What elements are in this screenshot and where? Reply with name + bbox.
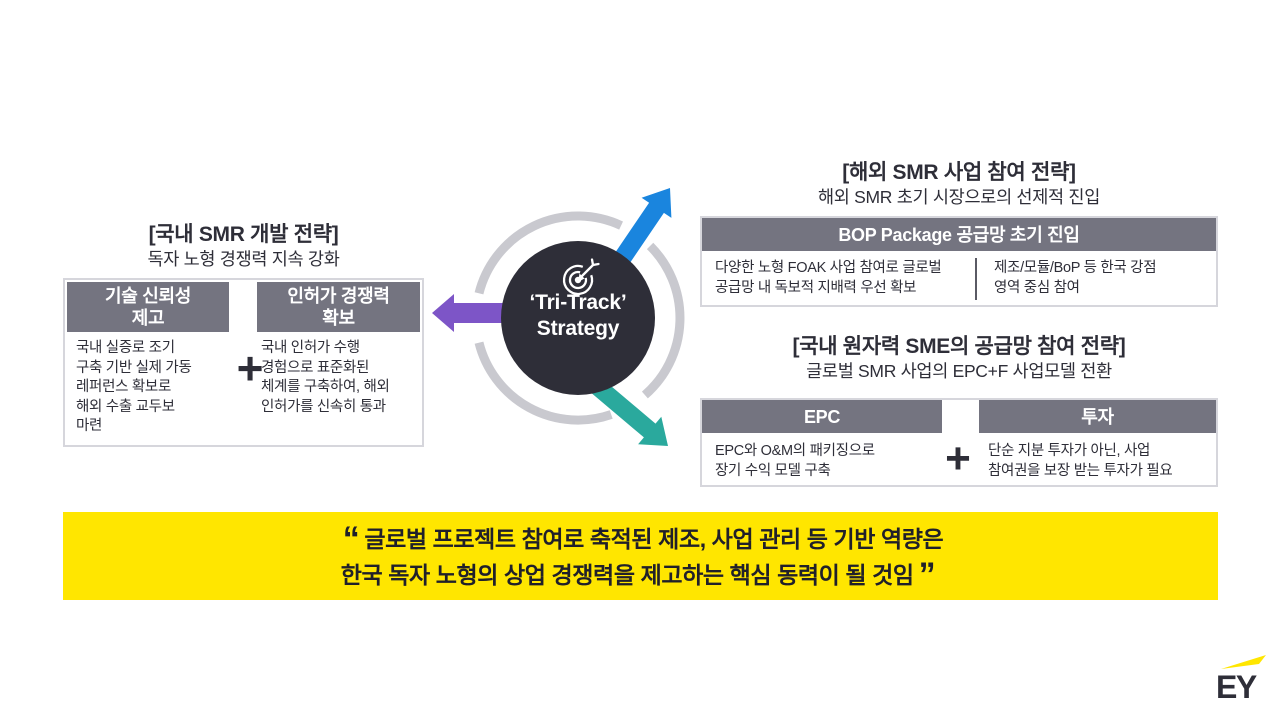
sme-plus: +: [945, 434, 971, 483]
center-circle: [501, 241, 655, 395]
center-label-line2: Strategy: [536, 317, 620, 340]
quote-banner: “글로벌 프로젝트 참여로 축적된 제조, 사업 관리 등 기반 역량은 한국 …: [63, 512, 1218, 600]
domestic-dev-title: [국내 SMR 개발 전략]: [148, 223, 339, 246]
domestic-dev-panel: 기술 신뢰성 제고 인허가 경쟁력 확보 국내 실증로 조기 구축 기반 실제 …: [63, 278, 424, 447]
overseas-cell-divider: [975, 258, 977, 300]
sme-panel: EPC 투자 EPC와 O&M의 패키징으로 장기 수익 모델 구축 + 단순 …: [700, 398, 1218, 487]
sme-col2-body: 단순 지분 투자가 아닌, 사업 참여권을 보장 받는 투자가 필요: [988, 443, 1173, 479]
domestic-dev-col2-header-label: 인허가 경쟁력 확보: [287, 286, 390, 328]
quote-line1: 글로벌 프로젝트 참여로 축적된 제조, 사업 관리 등 기반 역량은: [364, 526, 944, 552]
quote-line2-row: 한국 독자 노형의 상업 경쟁력을 제고하는 핵심 동력이 될 것임”: [341, 556, 941, 592]
target-dart-icon: [562, 258, 600, 296]
overseas-cell2: 제조/모듈/BoP 등 한국 강점 영역 중심 참여: [994, 260, 1157, 296]
domestic-dev-subtitle: 독자 노형 경쟁력 지속 강화: [147, 249, 340, 269]
sme-title-block: [국내 원자력 SME의 공급망 참여 전략] 글로벌 SMR 사업의 EPC+…: [700, 333, 1218, 382]
ey-logo: EY: [1216, 655, 1266, 702]
sme-col1-header: EPC: [702, 400, 942, 433]
domestic-dev-title-block: [국내 SMR 개발 전략] 독자 노형 경쟁력 지속 강화: [63, 221, 424, 270]
ring: [474, 211, 685, 425]
sme-col2-header: 투자: [979, 400, 1216, 433]
sme-col1-body: EPC와 O&M의 패키징으로 장기 수익 모델 구축: [715, 443, 875, 479]
domestic-dev-col1-body: 국내 실증로 조기 구축 기반 실제 가동 레퍼런스 확보로 해외 수출 교두보…: [76, 340, 192, 434]
overseas-bar-header: BOP Package 공급망 초기 진입: [702, 218, 1216, 251]
sme-col1-header-label: EPC: [803, 406, 841, 427]
center-label-line1: ‘Tri-Track’: [529, 291, 627, 314]
ey-beam-icon: [1221, 655, 1266, 669]
domestic-dev-col2-body: 국내 인허가 수행 경험으로 표준화된 체계를 구축하여, 해외 인허가를 신속…: [261, 340, 390, 415]
quote-line2: 한국 독자 노형의 상업 경쟁력을 제고하는 핵심 동력이 될 것임: [340, 562, 914, 588]
overseas-subtitle: 해외 SMR 초기 시장으로의 선제적 진입: [818, 187, 1100, 207]
tri-track-graphic: [432, 188, 685, 446]
ey-logo-text: EY: [1216, 669, 1257, 702]
domestic-dev-plus: +: [236, 342, 264, 394]
overseas-title-block: [해외 SMR 사업 참여 전략] 해외 SMR 초기 시장으로의 선제적 진입: [700, 159, 1218, 208]
center-label: ‘Tri-Track’ Strategy: [500, 290, 656, 342]
domestic-dev-col1-header: 기술 신뢰성 제고: [67, 282, 229, 332]
sme-col2-header-label: 투자: [1081, 406, 1114, 427]
domestic-dev-col2-header: 인허가 경쟁력 확보: [257, 282, 420, 332]
teal-arrow: [591, 379, 668, 446]
purple-arrow: [432, 294, 517, 332]
sme-title: [국내 원자력 SME의 공급망 참여 전략]: [792, 335, 1126, 358]
overseas-panel: BOP Package 공급망 초기 진입 다양한 노형 FOAK 사업 참여로…: [700, 216, 1218, 307]
close-quote-mark: ”: [918, 556, 936, 594]
overseas-title: [해외 SMR 사업 참여 전략]: [842, 161, 1076, 184]
domestic-dev-col1-header-label: 기술 신뢰성 제고: [104, 286, 191, 328]
quote-line1-row: “글로벌 프로젝트 참여로 축적된 제조, 사업 관리 등 기반 역량은: [338, 520, 944, 556]
sme-subtitle: 글로벌 SMR 사업의 EPC+F 사업모델 전환: [806, 361, 1112, 381]
open-quote-mark: “: [342, 520, 360, 558]
blue-arrow: [609, 188, 672, 272]
overseas-bar-header-label: BOP Package 공급망 초기 진입: [838, 224, 1080, 245]
overseas-cell1: 다양한 노형 FOAK 사업 참여로 글로벌 공급망 내 독보적 지배력 우선 …: [715, 260, 942, 296]
